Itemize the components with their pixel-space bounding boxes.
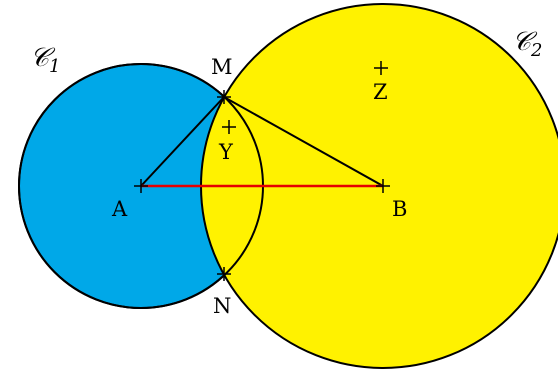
point-n-mark bbox=[217, 267, 231, 281]
label-z: Z bbox=[373, 80, 388, 104]
point-m-mark bbox=[217, 90, 231, 104]
label-c1: 𝒞1 bbox=[30, 43, 60, 77]
label-b: B bbox=[392, 197, 407, 221]
segment-mb bbox=[223, 96, 384, 187]
point-b-mark bbox=[376, 179, 390, 193]
point-y-mark bbox=[222, 120, 236, 134]
label-c2: 𝒞2 bbox=[512, 27, 542, 61]
label-y: Y bbox=[218, 140, 234, 164]
segment-am bbox=[140, 96, 225, 187]
label-m: M bbox=[211, 55, 233, 79]
label-a: A bbox=[111, 197, 128, 221]
label-n: N bbox=[213, 294, 231, 318]
point-z-mark bbox=[374, 61, 388, 75]
point-a-mark bbox=[134, 179, 148, 193]
